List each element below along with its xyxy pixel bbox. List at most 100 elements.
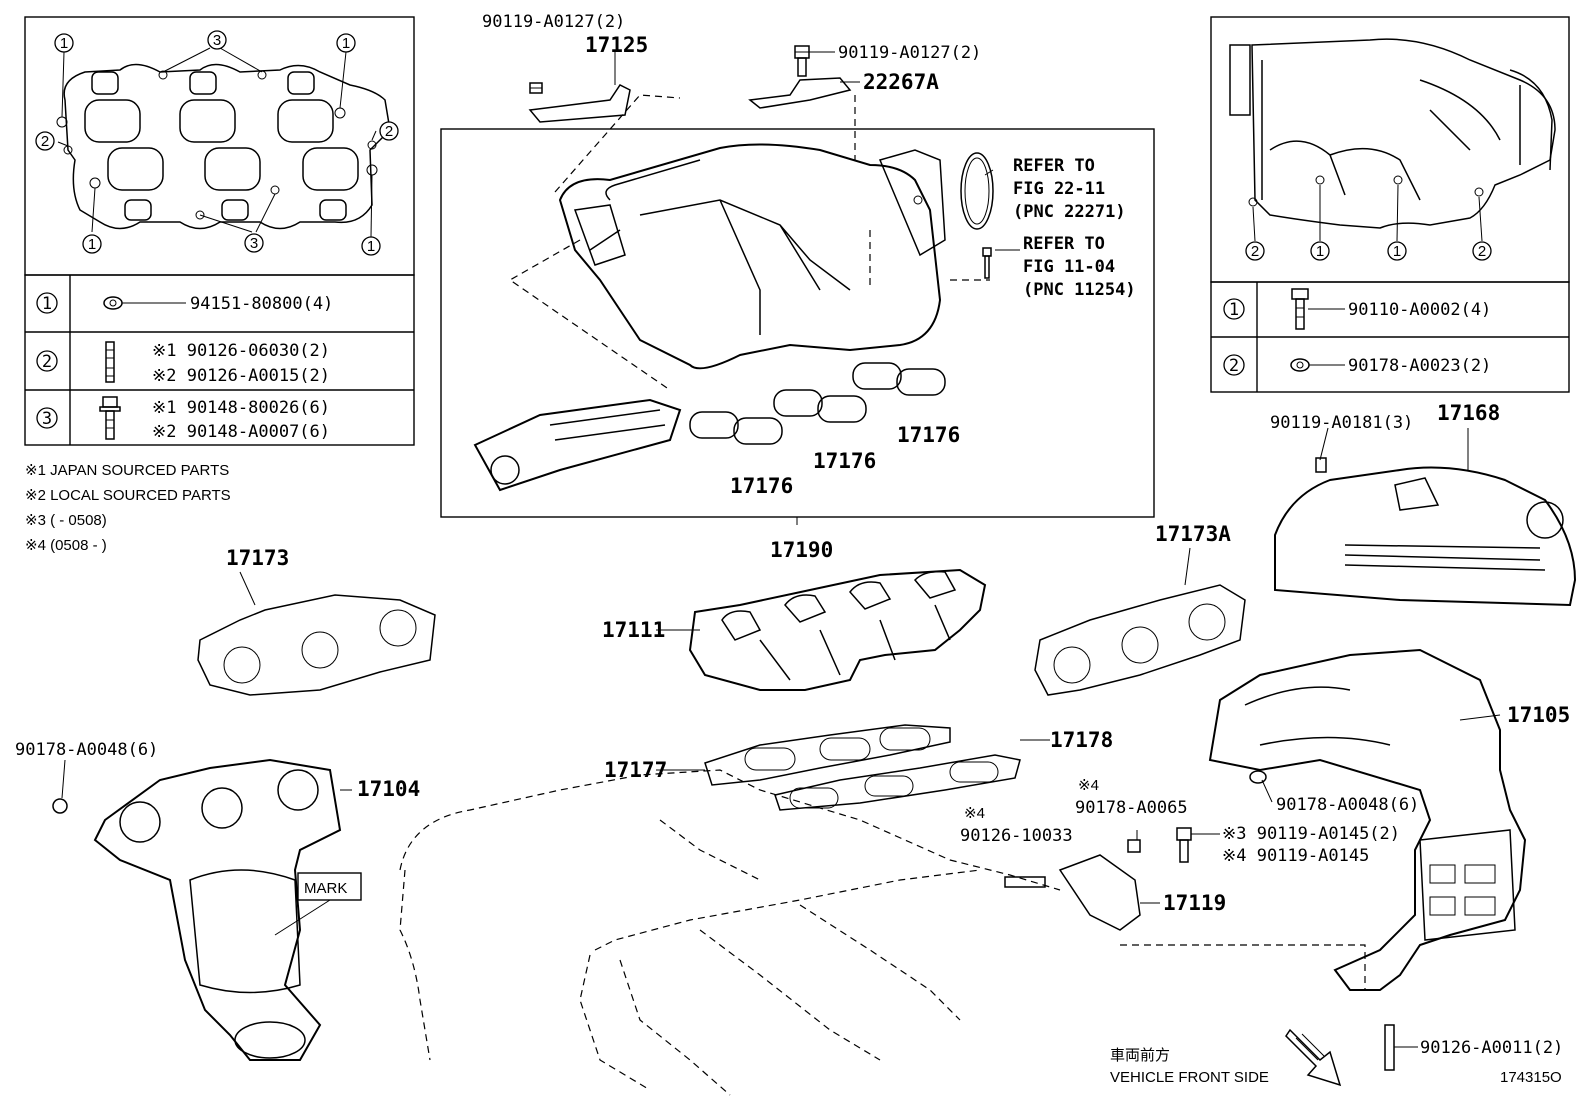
- gasket-17178: [774, 754, 1021, 811]
- pn-17177: 17177: [604, 758, 667, 782]
- footnote-2: ※2 LOCAL SOURCED PARTS: [25, 487, 231, 504]
- svg-text:2: 2: [385, 123, 393, 140]
- pn-17168: 17168: [1437, 401, 1500, 425]
- inset-top-left: 1 3 1 2 2 1 3 1: [24, 16, 415, 276]
- note-ref-4: ※4: [964, 805, 985, 822]
- footnote-4: ※4 (0508 - ): [25, 537, 107, 554]
- gasket-17176: [773, 389, 867, 423]
- right-legend-row-2-number: 2: [1229, 356, 1239, 376]
- marker-3: 3: [207, 30, 227, 50]
- flange-bolt-icon: [99, 396, 121, 440]
- pn-17176: 17176: [813, 449, 876, 473]
- nut-icon: [1290, 358, 1345, 372]
- engine-outline: [399, 769, 1366, 1096]
- marker-3: 3: [244, 233, 264, 253]
- pn-90119-a0127: 90119-A0127(2): [482, 12, 625, 32]
- refer-fig-label: FIG 11-04: [1023, 257, 1115, 277]
- marker-1: 1: [361, 236, 381, 256]
- pn-90178-a0065: 90178-A0065: [1075, 798, 1188, 818]
- pn-17105: 17105: [1507, 703, 1570, 727]
- pn-17125: 17125: [585, 33, 648, 57]
- legend-row-2-pn-a: ※1 90126-06030(2): [152, 341, 330, 361]
- svg-text:2: 2: [1251, 243, 1259, 260]
- svg-text:1: 1: [367, 238, 375, 255]
- marker-2: 2: [1245, 241, 1265, 261]
- refer-to-label: REFER TO: [1023, 234, 1105, 254]
- pn-17119: 17119: [1163, 891, 1226, 915]
- legend-row-3-pn-a: ※1 90148-80026(6): [152, 398, 330, 418]
- refer-pnc-label: (PNC 22271): [1013, 202, 1126, 222]
- nut-icon: [103, 296, 186, 310]
- pn-90126-10033: 90126-10033: [960, 826, 1073, 846]
- right-legend-row-1-pn: 90110-A0002(4): [1348, 300, 1491, 320]
- gasket-17176: [689, 411, 783, 445]
- right-legend-table: 1 2 90110-A0002(4) 90178-A0023(2): [1210, 281, 1570, 393]
- pn-90119-a0145-4: ※4 90119-A0145: [1222, 846, 1369, 866]
- svg-text:2: 2: [1478, 243, 1486, 260]
- refer-to-label: REFER TO: [1013, 156, 1095, 176]
- pn-90178-a0048: 90178-A0048(6): [1276, 795, 1419, 815]
- pn-17178: 17178: [1050, 728, 1113, 752]
- pn-90178-a0048: 90178-A0048(6): [15, 740, 158, 760]
- marker-1: 1: [82, 234, 102, 254]
- bracket-17119: [1004, 827, 1192, 931]
- vehicle-front-label: VEHICLE FRONT SIDE: [1110, 1069, 1269, 1086]
- lower-intake-manifold-17111: [688, 568, 987, 691]
- svg-text:1: 1: [1316, 243, 1324, 260]
- exhaust-manifold-17105: [1208, 648, 1527, 1071]
- marker-2: 2: [35, 131, 55, 151]
- marker-1: 1: [1310, 241, 1330, 261]
- pn-17111: 17111: [602, 618, 665, 642]
- legend-row-2-number: 2: [42, 352, 52, 372]
- bolt-icon: [1291, 288, 1345, 330]
- footnote-3: ※3 ( - 0508): [25, 512, 107, 529]
- mark-label: MARK: [304, 880, 347, 897]
- intake-control-valve: [473, 398, 682, 492]
- left-legend-table: 1 2 3 94151-80800(4) ※1 90126-06030(2) ※…: [24, 274, 415, 446]
- pn-22267a: 22267A: [863, 70, 939, 94]
- pn-90119-a0145-3: ※3 90119-A0145(2): [1222, 824, 1400, 844]
- svg-text:2: 2: [41, 133, 49, 150]
- vehicle-front-arrow-icon: [1285, 1028, 1342, 1087]
- legend-row-2-pn-b: ※2 90126-A0015(2): [152, 366, 330, 386]
- svg-text:1: 1: [60, 35, 68, 52]
- right-legend-row-2-pn: 90178-A0023(2): [1348, 356, 1491, 376]
- refer-fig-label: FIG 22-11: [1013, 179, 1105, 199]
- intake-manifold-assembly: [440, 94, 1155, 518]
- gasket-17176: [852, 362, 946, 396]
- marker-2: 2: [1472, 241, 1492, 261]
- svg-text:3: 3: [250, 235, 258, 252]
- marker-2: 2: [379, 121, 399, 141]
- pn-90126-a0011: 90126-A0011(2): [1420, 1038, 1563, 1058]
- svg-text:1: 1: [342, 35, 350, 52]
- pn-17104: 17104: [357, 777, 420, 801]
- pn-17173a: 17173A: [1155, 522, 1231, 546]
- svg-text:1: 1: [88, 236, 96, 253]
- marker-1: 1: [54, 33, 74, 53]
- pn-90119-a0181: 90119-A0181(3): [1270, 413, 1413, 433]
- marker-1: 1: [336, 33, 356, 53]
- gasket-17177: [704, 724, 951, 786]
- footnotes: ※1 JAPAN SOURCED PARTS ※2 LOCAL SOURCED …: [25, 462, 231, 554]
- note-ref-4: ※4: [1078, 777, 1099, 794]
- figure-number: 174315O: [1500, 1069, 1562, 1086]
- pn-17190: 17190: [770, 538, 833, 562]
- svg-text:1: 1: [1393, 243, 1401, 260]
- leader-lines: [61, 51, 1501, 1048]
- right-legend-row-1-number: 1: [1229, 300, 1239, 320]
- legend-row-3-number: 3: [42, 409, 52, 429]
- exhaust-gasket-17173: [197, 594, 436, 696]
- legend-row-3-pn-b: ※2 90148-A0007(6): [152, 422, 330, 442]
- legend-row-1-pn: 94151-80800(4): [190, 294, 333, 314]
- pn-90119-a0127: 90119-A0127(2): [838, 43, 981, 63]
- stud-bolt-icon: [105, 341, 115, 383]
- inset-top-right: 2 1 1 2: [1210, 16, 1570, 283]
- svg-text:3: 3: [213, 32, 221, 49]
- callout-labels: 90119-A0127(2) 17125 90119-A0127(2) 2226…: [15, 12, 1570, 1086]
- footnote-1: ※1 JAPAN SOURCED PARTS: [25, 462, 229, 479]
- marker-1: 1: [1387, 241, 1407, 261]
- heat-insulator-17168: [1274, 457, 1577, 607]
- vehicle-front-label-jp: 車両前方: [1110, 1047, 1170, 1064]
- exhaust-gasket-17173a: [1034, 584, 1246, 696]
